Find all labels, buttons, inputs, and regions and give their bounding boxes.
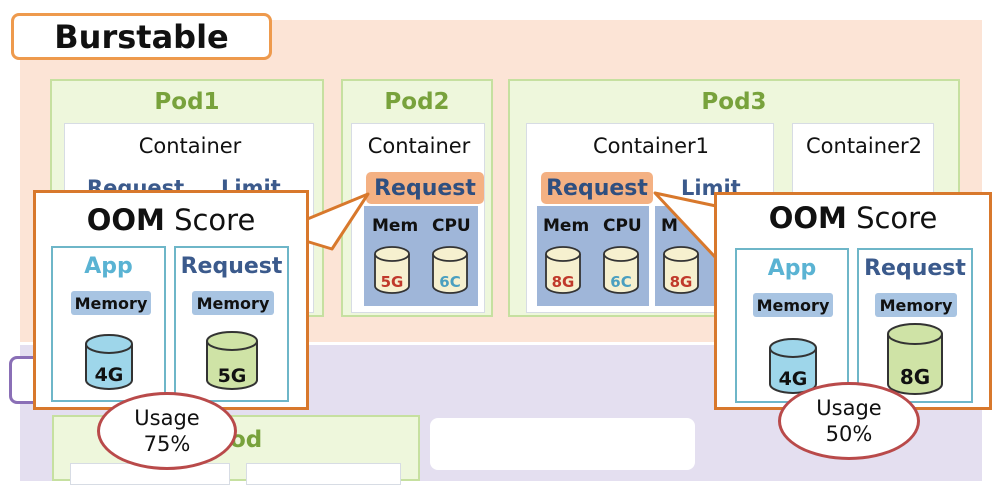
pod3-cpu-cylinder-icon: 6C bbox=[603, 246, 639, 294]
pod2-title: Pod2 bbox=[384, 89, 450, 115]
pod2-cpu-label: CPU bbox=[432, 216, 471, 236]
oom-left-app-memory-label: Memory bbox=[74, 293, 148, 313]
oom-left-request-label: Request bbox=[180, 254, 283, 279]
pod3-limit-mem-value: 8G bbox=[670, 273, 693, 291]
oom-left-title-bold: OOM bbox=[86, 203, 165, 237]
pod2-container-label: Container bbox=[367, 134, 471, 158]
oom-right-app-memory-label: Memory bbox=[756, 295, 830, 315]
pod3-mem-cylinder-icon: 8G bbox=[545, 246, 581, 294]
pod3-request-box: Mem CPU 8G 6C bbox=[537, 206, 649, 306]
pod3-container1-label: Container1 bbox=[593, 134, 709, 158]
oom-left-app-box: App Memory 4G bbox=[51, 246, 166, 402]
pod2-request-box: Mem CPU 5G 6C bbox=[364, 206, 478, 306]
oom-right-app-memory-cylinder-icon: 4G bbox=[769, 338, 817, 394]
oom-right-request-memory-pill: Memory bbox=[875, 293, 957, 317]
pod2-container: Container Request Mem CPU 5G 6C bbox=[351, 123, 485, 313]
white-patch bbox=[430, 418, 695, 470]
pod3-mem-label: Mem bbox=[543, 216, 590, 236]
oom-right-request-value: 8G bbox=[900, 365, 930, 389]
pod2-request-pill: Request bbox=[366, 172, 484, 204]
usage-left-value: 75% bbox=[143, 432, 191, 456]
oom-right-app-label: App bbox=[767, 256, 817, 281]
oom-right-app-value: 4G bbox=[779, 368, 808, 390]
pod2-mem-value: 5G bbox=[381, 273, 404, 291]
pod2-cpu-value: 6C bbox=[439, 273, 460, 291]
usage-right-value: 50% bbox=[825, 422, 873, 446]
pod3-request-label: Request bbox=[546, 175, 648, 201]
right-callout-pointer bbox=[653, 191, 718, 260]
pod2-mem-cylinder-icon: 5G bbox=[374, 246, 410, 294]
burstable-title: Burstable bbox=[54, 17, 229, 56]
usage-right-label: Usage bbox=[816, 395, 882, 420]
pod3-container2-label: Container2 bbox=[806, 134, 922, 158]
oom-left-request-memory-pill: Memory bbox=[192, 291, 274, 315]
oom-right-title-bold: OOM bbox=[768, 201, 847, 235]
pod1-title: Pod1 bbox=[154, 89, 220, 115]
oom-right-request-box: Request Memory 8G bbox=[857, 248, 973, 403]
pod3-title: Pod3 bbox=[701, 89, 767, 115]
pod1-container-label: Container bbox=[138, 134, 242, 158]
oom-left-title: OOM Score bbox=[36, 203, 306, 237]
pod3-limit-mem-cylinder-icon: 8G bbox=[663, 246, 699, 294]
pod3-cpu-value: 6C bbox=[610, 273, 631, 291]
pod2: Pod2 Container Request Mem CPU 5G 6C bbox=[341, 79, 493, 317]
pod3-mem-value: 8G bbox=[552, 273, 575, 291]
oom-score-callout-right: OOM Score App Memory 4G Request Memory 8… bbox=[714, 192, 992, 410]
oom-right-app-memory-pill: Memory bbox=[753, 293, 833, 317]
oom-right-title: OOM Score bbox=[717, 201, 989, 235]
oom-left-request-value: 5G bbox=[218, 365, 247, 387]
oom-right-request-memory-cylinder-icon: 8G bbox=[887, 323, 943, 395]
pod3-limit-mem-label: M bbox=[661, 216, 678, 236]
oom-left-app-memory-pill: Memory bbox=[71, 291, 151, 315]
pod2-request-label: Request bbox=[374, 175, 476, 201]
pod3-cpu-label: CPU bbox=[603, 216, 642, 236]
pod2-cpu-cylinder-icon: 6C bbox=[432, 246, 468, 294]
pod3-request-pill: Request bbox=[541, 172, 653, 204]
oom-right-request-label: Request bbox=[864, 256, 966, 281]
pod2-mem-label: Mem bbox=[372, 216, 419, 236]
oom-left-request-box: Request Memory 5G bbox=[174, 246, 289, 402]
oom-left-request-memory-cylinder-icon: 5G bbox=[206, 331, 258, 390]
oom-left-request-memory-label: Memory bbox=[196, 293, 270, 313]
usage-badge-right: Usage 50% bbox=[778, 382, 920, 460]
oom-left-app-label: App bbox=[84, 254, 133, 279]
oom-right-request-memory-label: Memory bbox=[879, 295, 953, 315]
oom-left-app-value: 4G bbox=[95, 364, 124, 386]
oom-left-app-memory-cylinder-icon: 4G bbox=[85, 334, 133, 390]
oom-left-title-rest: Score bbox=[174, 203, 256, 237]
burstable-tag: Burstable bbox=[11, 13, 272, 60]
oom-score-callout-left: OOM Score App Memory 4G Request Memory 5… bbox=[33, 190, 309, 410]
oom-right-app-box: App Memory 4G bbox=[735, 248, 849, 403]
usage-left-label: Usage bbox=[134, 405, 200, 430]
usage-badge-left: Usage 75% bbox=[97, 392, 237, 470]
oom-right-title-rest: Score bbox=[856, 201, 938, 235]
